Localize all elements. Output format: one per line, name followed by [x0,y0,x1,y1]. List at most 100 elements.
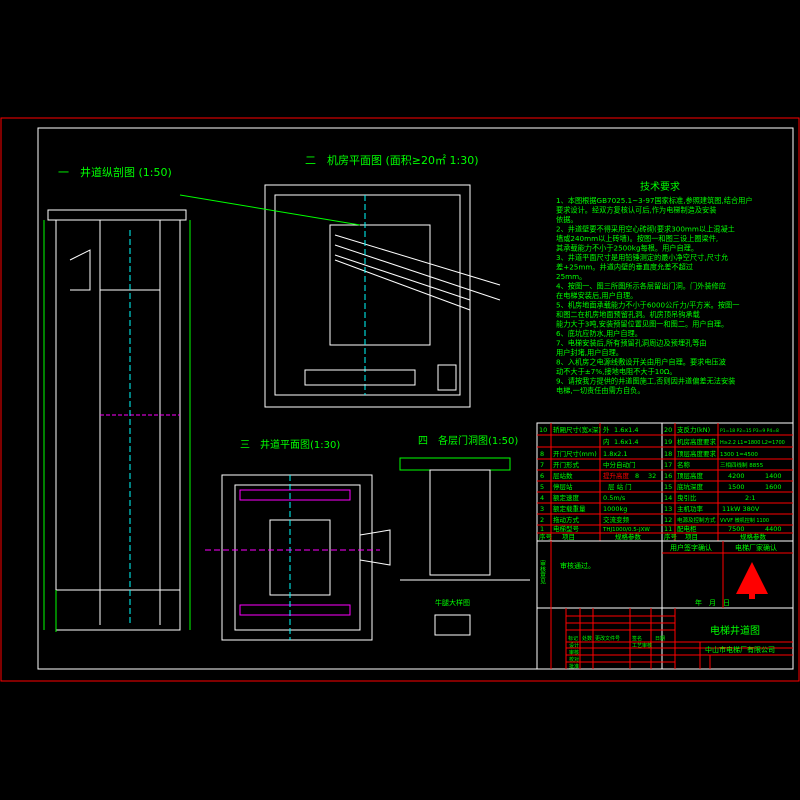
row-item: 配电柜 [677,524,697,533]
process-label: 工艺审核 [632,642,652,649]
header-cell: 序号 [664,532,678,541]
tech-title: 技术要求 [640,180,680,193]
row-value: 1300 1=4500 [720,452,758,458]
row-value: 1.6x1.4 [614,426,639,434]
row-highlight: 提升高度 [603,471,630,480]
row-item: 顶层高度 [677,471,704,480]
row-no: 19 [664,438,672,446]
tech-line: 动不大于±7%,接地电阻不大于10Ω。 [556,367,677,376]
header-cell: 项目 [685,533,698,541]
header-cell: 序号 [539,532,553,541]
hoistway-section [43,209,191,632]
drawing-title: 电梯井道图 [710,624,760,637]
rev-header: 标记 [568,635,578,642]
row-value: 中分自动门 [603,460,636,469]
row-value: 4400 [765,525,782,533]
row-no: 20 [664,426,672,434]
rev-header: 处数 [582,635,592,642]
rev-header: 更改文件号 [595,635,620,642]
row-value: VVVF 微机控制 1100 [720,517,769,524]
row-value: 1000kg [603,505,627,513]
row-value: 2:1 [745,494,755,502]
row-item: 停层站 [553,482,573,491]
tech-line: 4、按图一、图三所图所示各层留出门洞。门外装修应 [556,282,726,291]
row-value: 11kW 380V [722,505,760,513]
company-logo-icon [736,562,768,599]
rev-header: 日期 [655,636,665,642]
header-cell: 项目 [562,533,575,541]
row-no: 10 [539,426,547,434]
tech-line: 1、本图根据GB7025.1~3-97国家标准,参照建筑图,结合用户 [556,196,753,205]
tech-line: 用户封堵,用户自理。 [556,348,623,357]
tech-line: 能力大于3吨,安装预留位置见图一和图二。用户自理。 [556,320,728,329]
row-no: 3 [540,505,544,513]
role-label: 校对 [569,656,579,663]
detail-heading: 牛腿大样图 [435,598,470,607]
row-no: 11 [664,525,672,533]
row-sub: 外 [603,425,610,434]
row-no: 14 [664,494,672,502]
row-no: 7 [540,461,544,469]
tech-line: 7、电梯安装后,所有预留孔洞周边及预埋孔等由 [556,339,707,348]
tech-line: 6、底坑应防水,用户自理。 [556,329,642,338]
row-item: 顶层高度要求 [677,449,717,458]
section2-heading: 二 机房平面图 (面积≥20㎡ 1:30) [305,153,479,167]
tech-line: 和图二在机房地面预留孔洞。机房顶吊钩承载 [556,310,700,319]
row-value: THJ1000/0.5-JXW [602,527,650,533]
tech-line: 差+25mm。井道内壁的垂直度允差不超过 [556,263,693,272]
tech-line: 2、井道壁要不得采用空心砖砌(要求300mm以上混凝土 [556,225,735,234]
row-item: 开门形式 [553,460,580,469]
row-value: 三相四线制 8855 [720,461,764,469]
row-no: 6 [540,472,544,480]
tech-line: 在电梯安装后,用户自理。 [556,291,637,300]
section4-heading: 四 各层门洞图(1:50) [418,434,518,447]
row-no: 8 [540,450,544,458]
row-item: 拖动方式 [553,515,580,524]
row-no: 4 [540,494,544,502]
row-value: 1600 [765,483,782,491]
row-item: 额定载重量 [553,504,586,513]
row-item: 主机功率 [677,504,704,513]
row-no: 1 [540,525,544,533]
row-value: 1400 [765,472,782,480]
row-value: 0.5m/s [603,494,626,502]
row-value: H≥2.2 L1=1800 L2=1700 [720,440,785,446]
row-value: 32 [648,472,656,480]
tech-line: 8、入机房之电源线敷设开关由用户自理。要求电压波 [556,358,726,367]
row-value: 1500 [728,483,745,491]
row-value: 7500 [728,525,745,533]
user-confirm-label: 用户签字确认 [670,543,712,552]
tech-line: 电梯,一切责任由需方自负。 [556,386,645,395]
row-item: 轿厢尺寸(宽x深) [553,425,601,434]
section1-heading: 一 井道纵剖图 (1:50) [58,165,172,179]
machine-room-plan [179,184,501,408]
row-no: 5 [540,483,544,491]
tech-line: 3、井道平面尺寸是用铅锤测定的最小净空尺寸,尺寸允 [556,253,728,262]
row-no: 13 [664,505,672,513]
row-item: 额定速度 [553,493,580,502]
row-value: 交流变频 [603,515,630,524]
row-no: 2 [540,516,544,524]
row-value: P1=18 P2=15 P3=9 P4=8 [720,428,779,434]
row-item: 名称 [677,460,691,469]
tech-line: 25mm。 [556,272,586,281]
header-cell: 规格参数 [615,532,642,541]
row-value: 1.6x1.4 [614,438,639,446]
company-name: 中山市电梯厂有限公司 [705,645,775,654]
row-no: 12 [664,516,672,524]
row-item: 电梯型号 [553,524,580,533]
tech-line: 墙或240mm以上砖墙)。按图一和图三设上圈梁件, [556,234,718,243]
tech-line: 其承载能力不小于2500kg每根。用户自理。 [556,244,698,253]
door-opening-plan [399,457,530,636]
row-value: 4200 [728,472,745,480]
header-cell: 规格参数 [740,532,767,541]
tech-line: 依据。 [556,215,578,224]
review-notes: 审核通过。 [560,561,595,570]
section3-heading: 三 井道平面图(1:30) [240,438,340,451]
row-item: 底坑深度 [677,482,704,491]
row-item: 层站数 [553,471,573,480]
row-item: 电源及控制方式 [677,516,716,524]
tech-line: 5、机房地面承载能力不小于6000公斤力/平方米。按图一 [556,301,739,310]
outer-border [0,117,800,682]
row-value: 8 [635,472,639,480]
